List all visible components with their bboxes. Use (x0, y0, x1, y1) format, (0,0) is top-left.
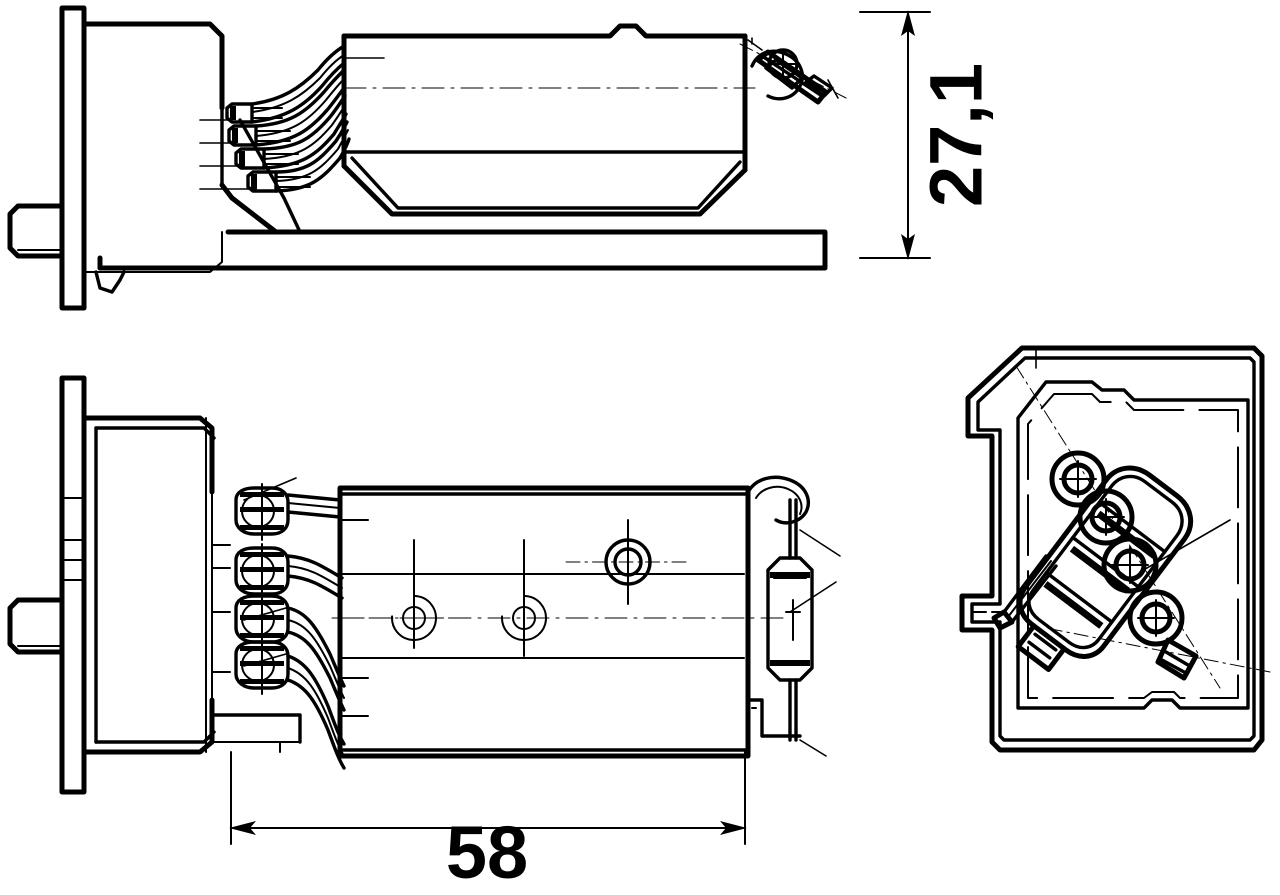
end-view-centerlines (1015, 347, 1271, 689)
dimension-length: 58 (229, 751, 747, 894)
end-view-inner-frame (1016, 380, 1250, 710)
end-view-lead-bar (991, 554, 1058, 631)
plan-view-resistor-plate (331, 485, 791, 759)
plan-view-wires (286, 493, 346, 770)
plan-view-bores (349, 519, 691, 657)
dimension-height-label: 27,1 (915, 63, 998, 207)
plan-view (7, 375, 841, 795)
side-view-terminal-pins (199, 102, 311, 193)
terminal-circle (1077, 488, 1135, 546)
bore-partial-middle (501, 539, 547, 657)
plan-view-thermal-fuse (746, 475, 841, 757)
dimension-height: 27,1 (859, 10, 998, 260)
side-view-left-tab (7, 203, 65, 259)
crimp-terminal (234, 483, 290, 541)
side-view-resistor-body (341, 23, 756, 217)
end-view-outer-outline (959, 345, 1265, 753)
bore-partial-left (349, 539, 471, 649)
end-view-locking-tab (1155, 637, 1199, 681)
side-view-base-plate (97, 229, 828, 271)
crimp-terminal (234, 637, 290, 695)
side-view-skirt (229, 118, 302, 235)
end-view (959, 345, 1271, 753)
side-view (7, 5, 847, 311)
terminal-circle (1049, 450, 1107, 508)
plan-view-connector-housing (81, 415, 302, 755)
dimension-length-label: 58 (446, 811, 528, 894)
side-view-mounting-flange (59, 5, 87, 311)
bore-concentric-right (565, 519, 691, 605)
terminal-circle (1101, 536, 1159, 594)
terminal-circle (1127, 589, 1185, 647)
side-view-connector-housing (81, 21, 235, 294)
plan-view-mounting-flange (7, 375, 87, 795)
end-view-terminals (1049, 450, 1185, 647)
crimp-terminal (234, 543, 290, 601)
side-view-fuse-detail (739, 37, 847, 105)
plan-view-crimp-terminals (234, 477, 297, 695)
